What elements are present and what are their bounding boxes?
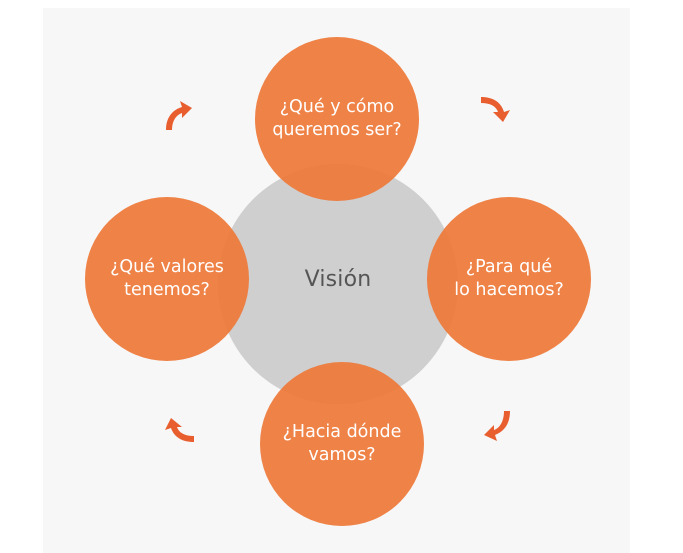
node-bottom-label: ¿Hacia dónde vamos? (282, 422, 402, 465)
curved-arrow-icon (158, 412, 200, 454)
node-right: ¿Para qué lo hacemos? (427, 197, 591, 361)
curved-arrow-icon (475, 88, 517, 130)
curved-arrow-icon (476, 405, 518, 447)
node-left: ¿Qué valores tenemos? (85, 197, 249, 361)
node-top-label: ¿Qué y cómo queremos ser? (272, 97, 402, 140)
node-top: ¿Qué y cómo queremos ser? (255, 37, 419, 201)
node-bottom: ¿Hacia dónde vamos? (260, 362, 424, 526)
top-strip (0, 0, 683, 8)
node-left-label: ¿Qué valores tenemos? (110, 257, 224, 300)
vision-label: Visión (304, 266, 372, 292)
curved-arrow-icon (158, 96, 200, 138)
node-right-label: ¿Para qué lo hacemos? (454, 257, 564, 300)
